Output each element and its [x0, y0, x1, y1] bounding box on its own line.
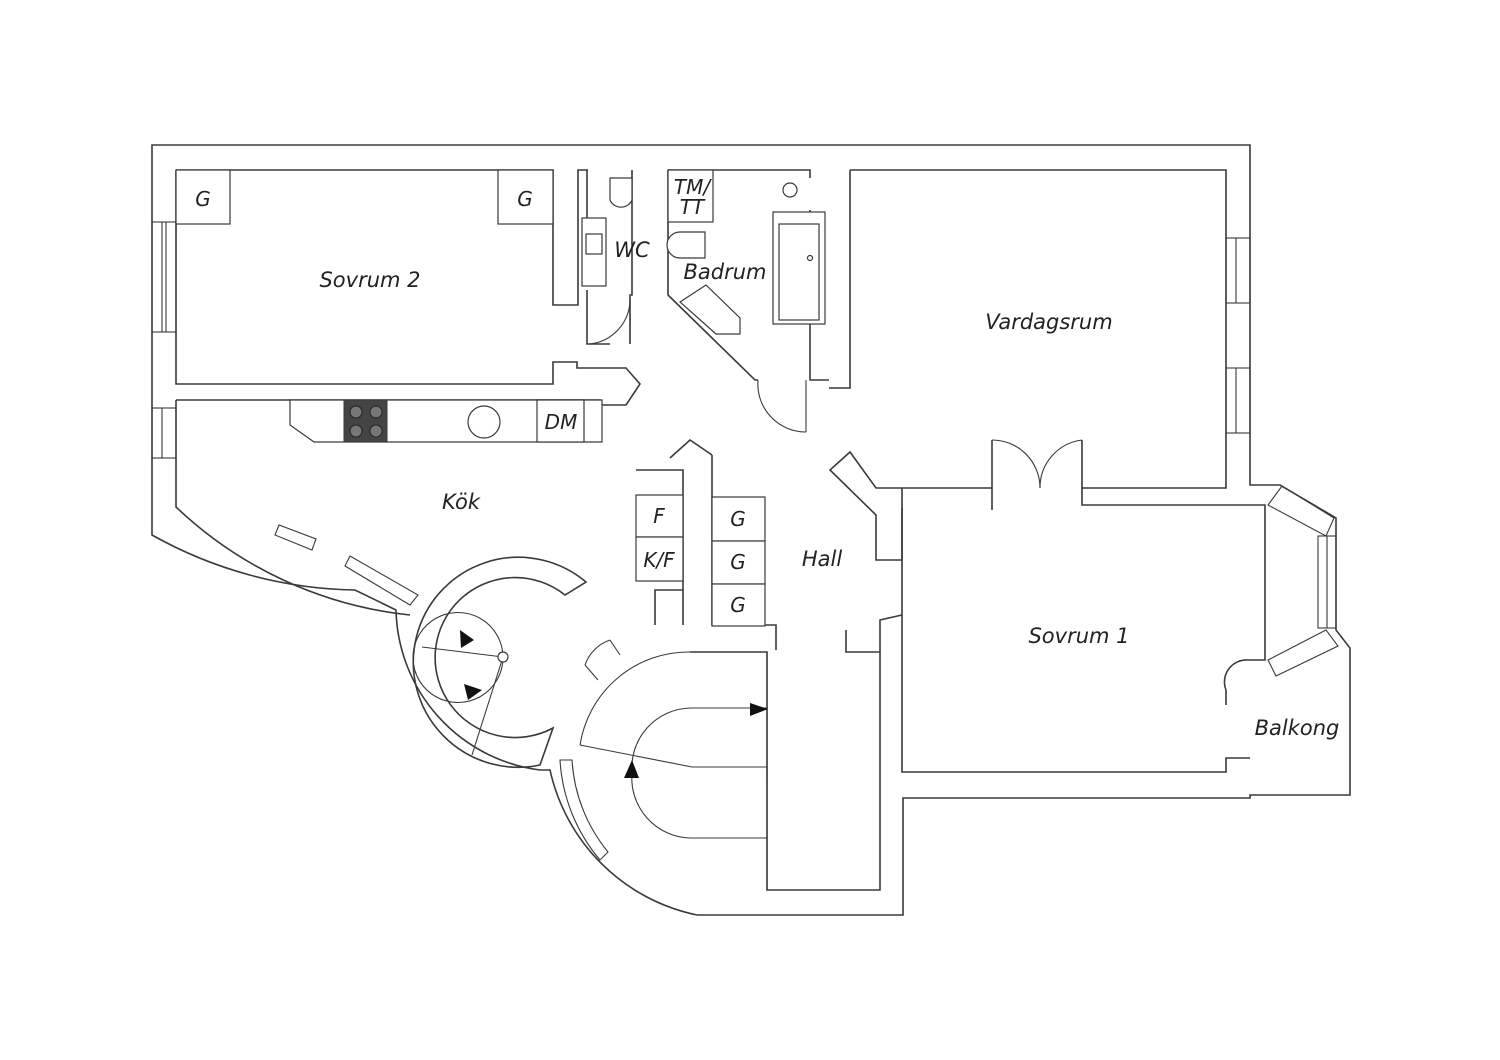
label-kf: K/F	[643, 548, 675, 572]
fixture-labels: G G TM/ TT DM F K/F G G G	[195, 175, 746, 617]
g-box-2	[711, 540, 766, 585]
label-tm-tt-line1: TM/	[674, 175, 712, 199]
fixtures	[175, 169, 826, 627]
room-label-balkong: Balkong	[1255, 716, 1340, 740]
label-g-sovrum2-right: G	[517, 187, 533, 211]
room-label-sovrum2: Sovrum 2	[319, 268, 420, 292]
doors	[584, 299, 1083, 681]
g-box-3	[711, 583, 766, 627]
stair-arrow-3	[750, 703, 768, 716]
f-box	[635, 494, 684, 538]
room-labels: Sovrum 2 WC Badrum Vardagsrum Kök Hall S…	[319, 238, 1339, 740]
bath-toilet-icon	[666, 231, 706, 259]
tm-tt-box	[667, 169, 714, 223]
room-label-badrum: Badrum	[683, 260, 766, 284]
stair-arrow-1	[460, 630, 474, 648]
wardrobe-left	[175, 169, 231, 225]
wardrobe-right	[497, 169, 554, 225]
spiral-stair	[412, 556, 588, 769]
stair-arrow-4	[624, 760, 639, 778]
bath-sink-icon	[679, 284, 741, 335]
main-stair	[579, 651, 768, 890]
label-g-hall-2: G	[730, 550, 746, 574]
label-f: F	[653, 504, 665, 528]
room-label-vardagsrum: Vardagsrum	[985, 310, 1112, 334]
dishwasher-box	[536, 399, 585, 443]
kitchen-sink-icon	[467, 405, 501, 439]
room-label-hall: Hall	[802, 547, 842, 571]
stair-arrow-2	[464, 684, 482, 700]
g-box-1	[711, 496, 766, 542]
room-label-wc: WC	[614, 238, 650, 262]
room-label-sovrum1: Sovrum 1	[1028, 624, 1129, 648]
toilet-icon	[609, 177, 633, 208]
room-label-kok: Kök	[442, 490, 481, 514]
label-tm-tt-line2: TT	[680, 195, 706, 219]
windows	[151, 221, 1339, 861]
label-g-sovrum2-left: G	[195, 187, 211, 211]
stove-icon	[343, 399, 388, 443]
label-dm: DM	[545, 410, 578, 434]
label-g-hall-3: G	[730, 593, 746, 617]
label-g-hall-1: G	[730, 507, 746, 531]
shower-icon	[782, 182, 798, 198]
kf-box	[635, 536, 684, 582]
